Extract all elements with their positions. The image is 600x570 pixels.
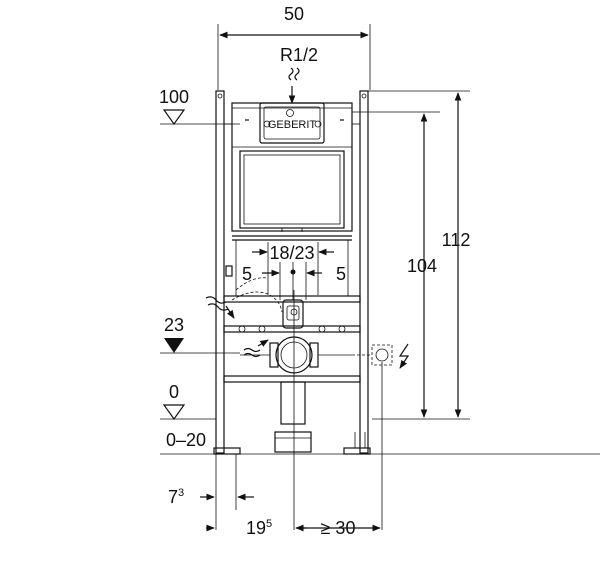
- dim-ge30-label: ≥ 30: [321, 518, 356, 538]
- floor-range-label: 0–20: [166, 430, 206, 450]
- spacing-dimension: 18/23 5 5: [242, 242, 346, 300]
- level-0-label: 0: [169, 382, 179, 402]
- dim-7-label: 73: [168, 487, 184, 507]
- level-100-marker: 100: [159, 87, 240, 126]
- level-23-marker: 23: [160, 315, 269, 358]
- electrical-icon: [398, 343, 410, 369]
- connection-label: R1/2: [280, 45, 318, 65]
- drain-flow-icon: [243, 347, 261, 358]
- water-supply-icon: [205, 296, 229, 311]
- height-112-label: 112: [442, 230, 471, 250]
- level-0-marker: 0 0–20: [160, 382, 600, 455]
- brand-label: GEBERIT: [268, 119, 317, 131]
- bottom-dimensions: 73 195 ≥ 30: [168, 454, 381, 538]
- level-100-label: 100: [159, 87, 189, 107]
- width-dimension: 50: [217, 4, 371, 90]
- level-23-label: 23: [164, 315, 184, 335]
- offset-right-label: 5: [336, 264, 346, 284]
- water-inlet-icon: [288, 67, 300, 81]
- height-dimensions: 104 112: [352, 90, 471, 418]
- offset-left-label: 5: [242, 264, 252, 284]
- spacing-label: 18/23: [269, 243, 314, 263]
- drain-fittings: [205, 265, 352, 530]
- dim-19-label: 195: [246, 518, 272, 538]
- width-label: 50: [284, 4, 304, 24]
- water-connection: R1/2: [280, 45, 318, 104]
- electrical-connection: [352, 343, 410, 530]
- height-104-label: 104: [407, 256, 437, 276]
